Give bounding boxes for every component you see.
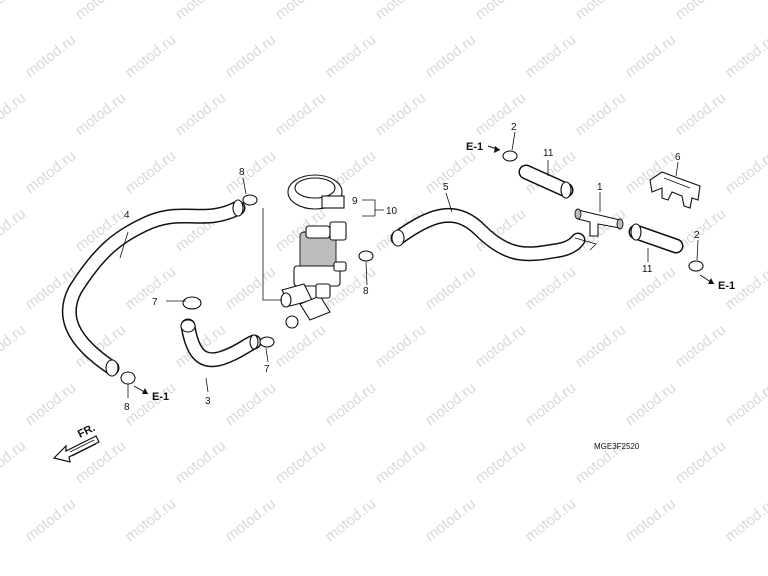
watermark-text: motod.ru bbox=[272, 0, 329, 23]
watermark-text: motod.ru bbox=[372, 89, 429, 139]
watermark-text: motod.ru bbox=[672, 321, 729, 371]
watermark-text: motod.ru bbox=[22, 147, 79, 197]
watermark-text: motod.ru bbox=[22, 495, 79, 545]
watermark-text: motod.ru bbox=[422, 379, 479, 429]
watermark-text: motod.ru bbox=[22, 379, 79, 429]
callout-8-mid: 8 bbox=[363, 286, 369, 297]
watermark-text: motod.ru bbox=[672, 0, 729, 23]
watermark-text: motod.ru bbox=[422, 263, 479, 313]
callout-6: 6 bbox=[675, 152, 681, 163]
watermark-text: motod.ru bbox=[0, 321, 29, 371]
callout-2-top: 2 bbox=[511, 122, 517, 133]
watermark-layer: motod.ru motod.ru motod.ru motod.ru motod.ru… bbox=[0, 0, 768, 545]
leader-lines bbox=[119, 131, 699, 398]
watermark-text: motod.ru bbox=[522, 263, 579, 313]
callout-7-bottom: 7 bbox=[264, 364, 270, 375]
watermark-text: motod.ru bbox=[272, 89, 329, 139]
watermark-text: motod.ru bbox=[272, 437, 329, 487]
watermark-text: motod.ru bbox=[222, 379, 279, 429]
callout-11-top: 11 bbox=[543, 148, 554, 159]
watermark-text: motod.ru bbox=[0, 205, 29, 255]
watermark-text: motod.ru bbox=[22, 31, 79, 81]
watermark-text: motod.ru bbox=[322, 495, 379, 545]
watermark-text: motod.ru bbox=[522, 495, 579, 545]
watermark-text: motod.ru bbox=[372, 321, 429, 371]
watermark-text: motod.ru bbox=[222, 495, 279, 545]
watermark-text: motod.ru bbox=[622, 379, 679, 429]
watermark-text: motod.ru bbox=[472, 0, 529, 23]
watermark-text: motod.ru bbox=[222, 147, 279, 197]
watermark-text: motod.ru bbox=[672, 89, 729, 139]
hose-11-bottom bbox=[628, 223, 684, 254]
watermark-text: motod.ru bbox=[0, 0, 29, 23]
watermark-text: motod.ru bbox=[522, 31, 579, 81]
watermark-text: motod.ru bbox=[422, 31, 479, 81]
watermark-text: motod.ru bbox=[522, 379, 579, 429]
watermark-text: motod.ru bbox=[122, 379, 179, 429]
callout-4: 4 bbox=[124, 210, 130, 221]
watermark-text: motod.ru bbox=[122, 147, 179, 197]
watermark-text: motod.ru bbox=[172, 437, 229, 487]
watermark-text: motod.ru bbox=[572, 0, 629, 23]
watermark-text: motod.ru bbox=[722, 31, 768, 81]
callout-8-bottom: 8 bbox=[124, 402, 130, 413]
watermark-text: motod.ru bbox=[422, 147, 479, 197]
callout-7-left: 7 bbox=[152, 297, 158, 308]
callout-8-top: 8 bbox=[239, 167, 245, 178]
watermark-text: motod.ru bbox=[622, 31, 679, 81]
section-references: E-1 E-1 E-1 bbox=[133, 141, 735, 403]
watermark-text: motod.ru bbox=[172, 0, 229, 23]
watermark-text: motod.ru bbox=[122, 263, 179, 313]
watermark-text: motod.ru bbox=[372, 0, 429, 23]
watermark-text: motod.ru bbox=[322, 31, 379, 81]
hose-bands bbox=[120, 150, 704, 385]
callout-9: 9 bbox=[352, 196, 358, 207]
watermark-text: motod.ru bbox=[322, 379, 379, 429]
watermark-text: motod.ru bbox=[72, 89, 129, 139]
callout-11-bottom: 11 bbox=[642, 264, 653, 275]
watermark-text: motod.ru bbox=[122, 31, 179, 81]
hose-5 bbox=[390, 208, 586, 262]
clamp-9 bbox=[287, 174, 345, 210]
ref-e1-right: E-1 bbox=[718, 280, 735, 292]
ref-e1-bottom: E-1 bbox=[152, 391, 169, 403]
watermark-text: motod.ru bbox=[222, 31, 279, 81]
callout-10: 10 bbox=[386, 206, 398, 217]
hose-11-top bbox=[518, 164, 574, 199]
hose-3 bbox=[180, 318, 262, 368]
callout-5: 5 bbox=[443, 182, 449, 193]
hose-clip-6 bbox=[649, 171, 701, 209]
diagram-code: MGE3F2520 bbox=[594, 442, 640, 451]
watermark-text: motod.ru bbox=[472, 437, 529, 487]
watermark-text: motod.ru bbox=[122, 495, 179, 545]
watermark-text: motod.ru bbox=[422, 495, 479, 545]
hose-4 bbox=[61, 199, 246, 377]
watermark-text: motod.ru bbox=[572, 321, 629, 371]
callout-1: 1 bbox=[597, 182, 603, 193]
ref-e1-top: E-1 bbox=[466, 141, 483, 153]
callout-labels: 1 2 2 3 4 5 6 7 7 8 8 8 9 10 11 11 bbox=[124, 122, 700, 413]
watermark-text: motod.ru bbox=[722, 147, 768, 197]
watermark-text: motod.ru bbox=[272, 321, 329, 371]
watermark-text: motod.ru bbox=[72, 0, 129, 23]
watermark-text: motod.ru bbox=[0, 89, 29, 139]
solenoid-valve-10 bbox=[280, 221, 347, 329]
callout-2-right: 2 bbox=[694, 230, 700, 241]
watermark-text: motod.ru bbox=[472, 321, 529, 371]
watermark-text: motod.ru bbox=[472, 89, 529, 139]
callout-3: 3 bbox=[205, 396, 211, 407]
watermark-text: motod.ru bbox=[622, 495, 679, 545]
watermark-text: motod.ru bbox=[572, 89, 629, 139]
watermark-text: motod.ru bbox=[672, 437, 729, 487]
watermark-text: motod.ru bbox=[0, 437, 29, 487]
watermark-text: motod.ru bbox=[722, 495, 768, 545]
watermark-text: motod.ru bbox=[222, 263, 279, 313]
watermark-text: motod.ru bbox=[172, 89, 229, 139]
watermark-text: motod.ru bbox=[372, 437, 429, 487]
watermark-text: motod.ru bbox=[722, 379, 768, 429]
front-direction-arrow: FR. bbox=[52, 422, 100, 463]
t-joint-1 bbox=[574, 208, 624, 237]
